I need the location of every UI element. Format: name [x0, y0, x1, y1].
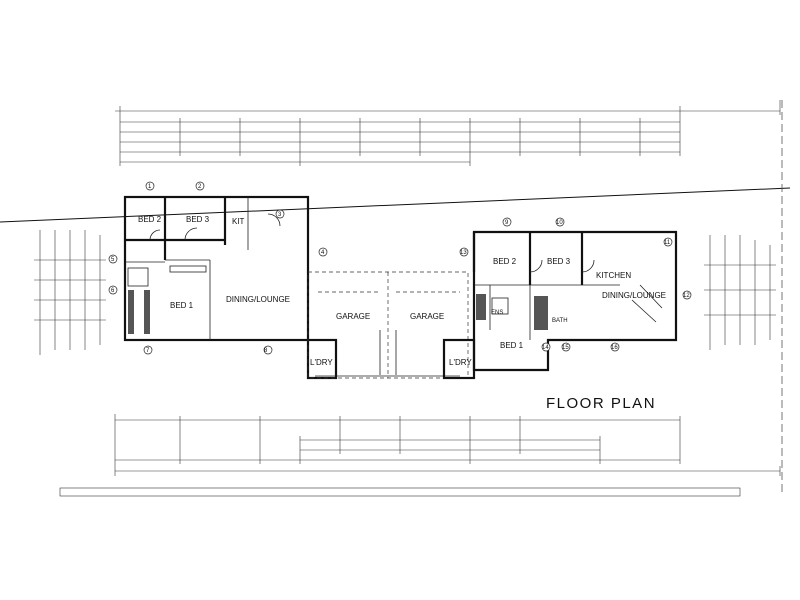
right-ensuite-label: ENS	[491, 310, 503, 316]
svg-text:10: 10	[556, 220, 563, 226]
grid-marker: 11	[663, 237, 673, 247]
right-dimension-lines	[704, 235, 776, 350]
grid-markers: 1 2 3 4 5 6 7 8 9 10 11 12 13 14 15 16	[108, 181, 692, 355]
laundry-left: L'DRY	[306, 338, 338, 380]
garage-2-label: GARAGE	[410, 312, 444, 321]
right-bath-label: BATH	[552, 318, 568, 324]
svg-text:5: 5	[111, 257, 115, 263]
laundry-right: L'DRY	[442, 338, 476, 380]
left-dining-label: DINING/LOUNGE	[226, 295, 290, 304]
garage-1-label: GARAGE	[336, 312, 370, 321]
right-bed2-label: BED 2	[493, 257, 517, 266]
top-dimension-lines	[115, 100, 781, 166]
grid-marker: 3	[275, 209, 285, 219]
left-kitchen-label: KIT	[232, 217, 245, 226]
grid-marker: 13	[459, 247, 469, 257]
right-dining-label: DINING/LOUNGE	[602, 291, 666, 300]
svg-text:6: 6	[111, 288, 115, 294]
grid-marker: 7	[143, 345, 153, 355]
svg-text:11: 11	[664, 240, 671, 246]
left-bed1-label: BED 1	[170, 301, 194, 310]
grid-marker: 1	[145, 181, 155, 191]
unit-right: BED 2 BED 3 KITCHEN BED 1 DINING/LOUNGE …	[472, 230, 678, 372]
right-bed1-label: BED 1	[500, 341, 524, 350]
svg-text:14: 14	[542, 345, 549, 351]
svg-text:7: 7	[146, 348, 150, 354]
grid-marker: 9	[502, 217, 512, 227]
svg-text:9: 9	[505, 220, 509, 226]
left-dimension-lines	[34, 230, 106, 355]
svg-text:15: 15	[562, 345, 569, 351]
grid-marker: 8	[263, 345, 273, 355]
svg-text:1: 1	[148, 184, 152, 190]
svg-text:2: 2	[198, 184, 202, 190]
grid-marker: 2	[195, 181, 205, 191]
grid-marker: 15	[561, 342, 571, 352]
svg-text:13: 13	[460, 250, 467, 256]
unit-left: BED 2 BED 3 KIT BED 1 DINING/LOUNGE	[123, 195, 310, 342]
section-line	[0, 187, 791, 223]
left-laundry-label: L'DRY	[310, 358, 333, 367]
svg-text:4: 4	[321, 250, 325, 256]
grid-marker: 14	[541, 342, 551, 352]
legend-box	[59, 487, 741, 497]
svg-text:8: 8	[264, 348, 268, 354]
bottom-dimension-lines	[114, 414, 781, 476]
grid-marker: 12	[682, 290, 692, 300]
grid-marker: 10	[555, 217, 565, 227]
grid-marker: 6	[108, 285, 118, 295]
left-bed2-label: BED 2	[138, 215, 162, 224]
drawing-title: FLOOR PLAN	[546, 395, 656, 412]
right-kitchen-label: KITCHEN	[596, 271, 631, 280]
grid-marker: 4	[318, 247, 328, 257]
left-bed3-label: BED 3	[186, 215, 210, 224]
right-bed3-label: BED 3	[547, 257, 571, 266]
svg-text:3: 3	[278, 212, 282, 218]
right-laundry-label: L'DRY	[449, 358, 472, 367]
grid-marker: 5	[108, 254, 118, 264]
garages: GARAGE GARAGE	[307, 271, 469, 379]
grid-marker: 16	[610, 342, 620, 352]
svg-text:12: 12	[683, 293, 690, 299]
svg-text:16: 16	[611, 345, 618, 351]
